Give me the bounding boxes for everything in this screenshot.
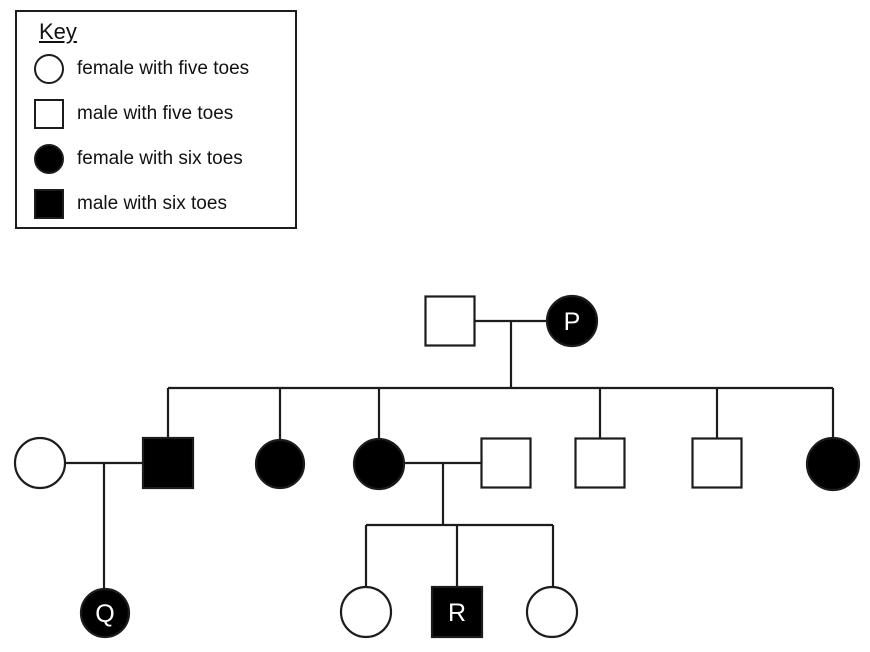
key-item-label: female with six toes xyxy=(77,147,243,169)
person-II-1 xyxy=(141,436,195,490)
key-item-label: female with five toes xyxy=(77,57,250,79)
person-II-spouse-b xyxy=(480,437,532,489)
key-item-label: male with six toes xyxy=(77,192,227,214)
female-six-toes-icon xyxy=(34,143,64,174)
key-title: Key xyxy=(39,19,77,44)
person-II-6 xyxy=(805,436,861,492)
person-I-1 xyxy=(424,295,476,347)
key-item-male-five-toes: male with five toes xyxy=(34,91,295,136)
person-III-1 xyxy=(339,585,393,639)
person-III-2 xyxy=(525,585,579,639)
key-item-label: male with five toes xyxy=(77,102,234,124)
person-II-5 xyxy=(691,437,743,489)
person-II-3 xyxy=(352,437,406,491)
key-item-male-six-toes: male with six toes xyxy=(34,181,295,226)
person-II-2 xyxy=(254,438,306,490)
person-III-R xyxy=(430,585,484,639)
key-item-female-five-toes: female with five toes xyxy=(34,46,295,91)
key-item-female-six-toes: female with six toes xyxy=(34,136,295,181)
person-II-spouse-a xyxy=(13,436,67,490)
person-label-R: R xyxy=(448,599,466,627)
male-five-toes-icon xyxy=(34,98,64,129)
key-box: Key female with five toes male with five… xyxy=(15,10,297,229)
person-II-4 xyxy=(574,437,626,489)
male-six-toes-icon xyxy=(34,188,64,219)
person-III-Q xyxy=(79,587,131,639)
person-label-Q: Q xyxy=(95,600,114,628)
person-label-P: P xyxy=(564,308,581,336)
female-five-toes-icon xyxy=(34,53,64,84)
person-I-2-P xyxy=(545,294,599,348)
